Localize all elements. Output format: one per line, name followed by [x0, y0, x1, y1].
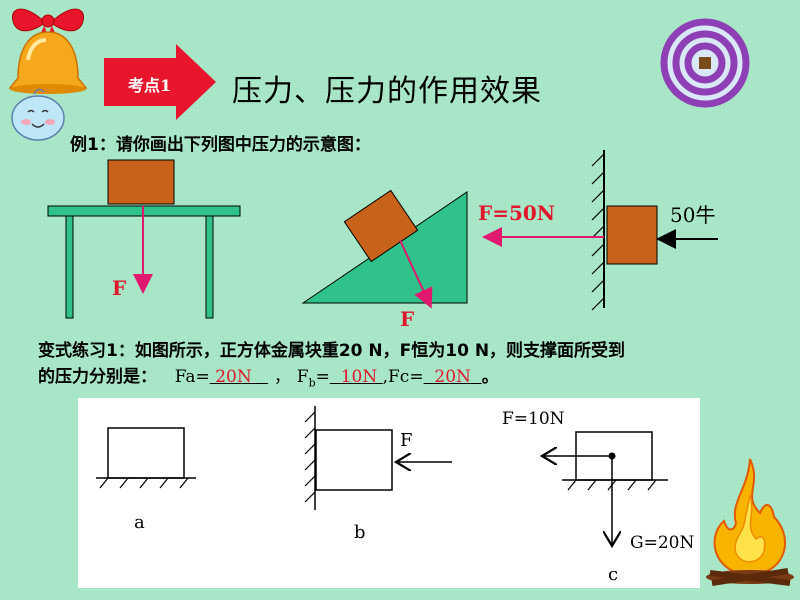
diagram-b: F b — [304, 406, 452, 543]
topic-badge-arrow — [104, 44, 216, 120]
fb-subscript: b — [308, 376, 316, 390]
figure-wall-block: F=50N 50牛 — [478, 150, 718, 311]
figure-table-block: F — [47, 159, 241, 319]
fc-label: ,Fc= — [382, 367, 424, 387]
exercise-line-1: 变式练习1：如图所示，正方体金属块重20 N，F恒为10 N，则支撑面所受到 — [38, 341, 626, 361]
force-label-wall: F=50N — [478, 201, 555, 225]
exercise-diagrams: a F b F=10N G=20N c — [96, 406, 694, 585]
exercise-prefix: 的压力分别是： — [38, 367, 157, 387]
sentence-end: 。 — [481, 367, 499, 387]
bell-with-bow-icon — [8, 8, 88, 141]
page-title: 压力、压力的作用效果 — [232, 74, 542, 109]
fc-answer: 20N — [434, 367, 471, 387]
fa-label: Fa= — [174, 367, 210, 387]
pressure-figures: F F F=50N 50牛 — [47, 150, 718, 331]
fa-answer: 20N — [215, 367, 252, 387]
example-question: 例1：请你画出下列图中压力的示意图： — [70, 135, 371, 155]
exercise-line-2: 的压力分别是： Fa= 20N ， Fb= 10N ,Fc= 20N 。 — [38, 367, 499, 390]
applied-label-wall: 50牛 — [670, 203, 715, 227]
target-spiral-icon — [660, 18, 750, 108]
label-b: b — [354, 522, 366, 543]
force-label-incline: F — [400, 307, 414, 331]
label-c-force: F=10N — [502, 409, 565, 429]
fb-equals: = — [315, 367, 330, 387]
topic-badge-label: 考点1 — [128, 76, 172, 95]
label-c-weight: G=20N — [630, 533, 694, 553]
label-b-force: F — [400, 430, 413, 451]
campfire-icon — [706, 458, 794, 586]
label-c: c — [608, 564, 618, 585]
diagram-c: F=10N G=20N c — [502, 409, 694, 585]
fb-label: F — [296, 367, 309, 387]
force-label-table: F — [112, 276, 126, 300]
label-a: a — [134, 512, 145, 533]
fb-answer: 10N — [340, 367, 378, 387]
diagram-a: a — [96, 427, 196, 533]
smiling-cloud-mascot-icon — [11, 88, 65, 141]
figure-incline-block: F — [301, 189, 468, 331]
force-arrow-incline — [399, 239, 433, 309]
